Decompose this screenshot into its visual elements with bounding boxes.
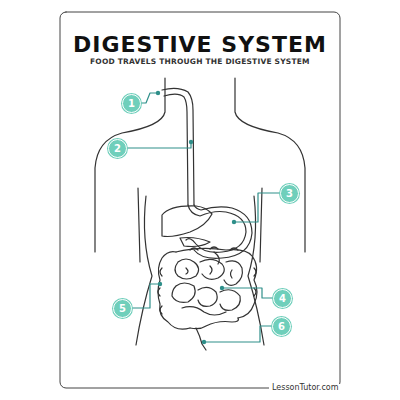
title: DIGESTIVE SYSTEM	[73, 34, 327, 56]
callout-number: 2	[114, 144, 121, 154]
callout-circle: 2	[108, 139, 127, 158]
callout-circle: 4	[273, 289, 292, 308]
callout-number: 4	[279, 294, 286, 304]
callout-circle: 3	[280, 184, 299, 203]
callout-number: 1	[128, 99, 135, 109]
callout-number: 3	[286, 189, 293, 199]
callout-circle: 6	[272, 317, 291, 336]
callout-circle: 5	[113, 299, 132, 318]
subtitle: FOOD TRAVELS THROUGH THE DIGESTIVE SYSTE…	[90, 58, 310, 66]
callout-number: 6	[278, 322, 285, 332]
callout-circle: 1	[122, 94, 141, 113]
watermark: LessonTutor.com	[269, 384, 342, 392]
callout-number: 5	[119, 304, 126, 314]
